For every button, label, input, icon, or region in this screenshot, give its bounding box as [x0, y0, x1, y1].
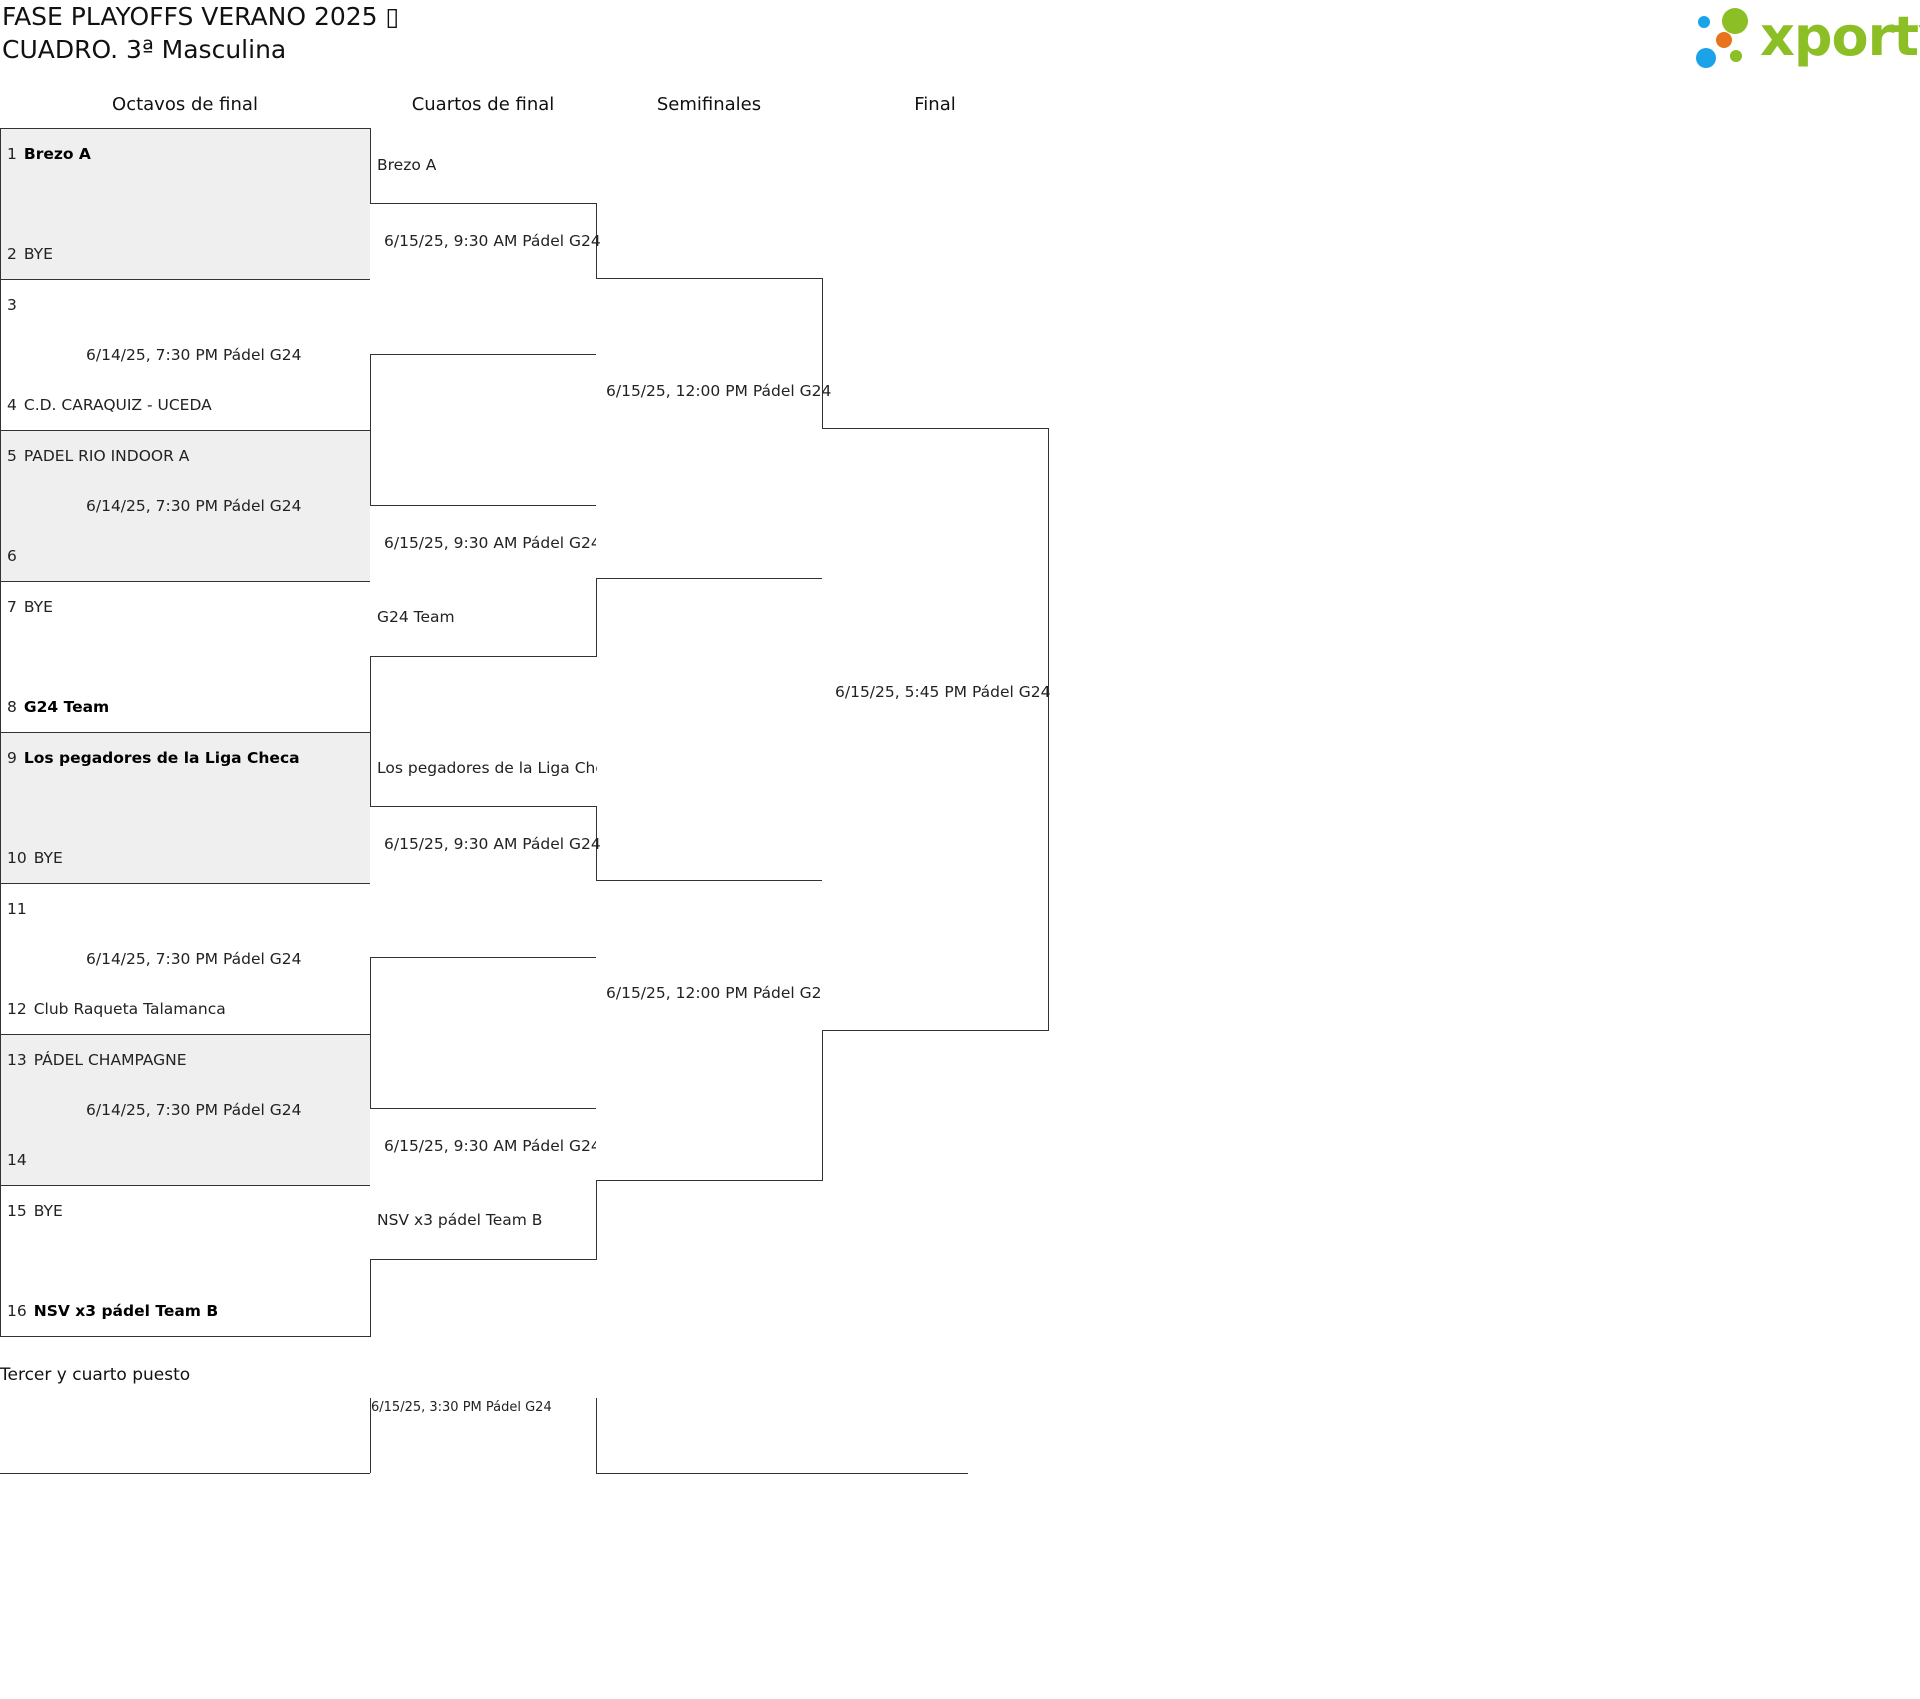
r16-match-1-team-b: 2 BYE — [7, 245, 53, 263]
seed-number: 12 — [7, 1000, 27, 1018]
qf-match-3[interactable]: 6/15/25, 9:30 AM Pádel G24 — [370, 806, 601, 958]
qf-match-1-team-top: Brezo A — [377, 156, 437, 174]
seed-number: 15 — [7, 1202, 27, 1220]
seed-number: 2 — [7, 245, 17, 263]
qf-match-4-info: 6/15/25, 9:30 AM Pádel G24 — [384, 1137, 601, 1155]
seed-number: 10 — [7, 849, 27, 867]
logo-wordmark: xporty — [1760, 5, 1920, 68]
r16-match-7-team-b: 14 — [7, 1151, 34, 1169]
qf-match-4[interactable]: 6/15/25, 9:30 AM Pádel G24 — [370, 1108, 601, 1260]
r16-match-3[interactable]: 5 PADEL RIO INDOOR A 6 6/14/25, 7:30 PM Pád… — [0, 430, 371, 582]
r16-match-5-team-b: 10 BYE — [7, 849, 63, 867]
r16-match-6-team-b: 12 Club Raqueta Talamanca — [7, 1000, 226, 1018]
seed-number: 6 — [7, 547, 17, 565]
r16-match-1-team-a: 1 Brezo A — [7, 145, 91, 163]
team-name: C.D. CARAQUIZ - UCEDA — [23, 396, 212, 414]
sf-match-2-info: 6/15/25, 12:00 PM Pádel G24 — [606, 984, 832, 1002]
r16-match-2[interactable]: 3 4 C.D. CARAQUIZ - UCEDA 6/14/25, 7:30 PM … — [0, 279, 371, 431]
team-name: G24 Team — [23, 698, 110, 716]
r16-match-7-info: 6/14/25, 7:30 PM Pádel G24 — [86, 1101, 302, 1119]
team-name: NSV x3 pádel Team B — [33, 1302, 219, 1320]
seed-number: 5 — [7, 447, 17, 465]
r16-match-6-team-a: 11 — [7, 900, 34, 918]
logo-dot-orange — [1716, 32, 1732, 48]
round-sf-header: Semifinales — [656, 94, 762, 115]
qf-match-2-info: 6/15/25, 9:30 AM Pádel G24 — [384, 534, 601, 552]
seed-number: 16 — [7, 1302, 27, 1320]
qf-match-4-team-bottom: NSV x3 pádel Team B — [377, 1211, 543, 1229]
r16-match-3-team-b: 6 — [7, 547, 24, 565]
team-name: BYE — [33, 1202, 63, 1220]
r16-match-2-team-b: 4 C.D. CARAQUIZ - UCEDA — [7, 396, 212, 414]
round-qf-header: Cuartos de final — [411, 94, 555, 115]
seed-number: 7 — [7, 598, 17, 616]
round-r16-header: Octavos de final — [112, 94, 258, 115]
r16-match-5[interactable]: 9 Los pegadores de la Liga Checa 10 BYE — [0, 732, 371, 884]
logo-dot-green — [1722, 8, 1748, 34]
logo-dot-blue-small — [1698, 16, 1710, 28]
sf-match-1-info: 6/15/25, 12:00 PM Pádel G24 — [606, 382, 832, 400]
r16-match-1[interactable]: 1 Brezo A 2 BYE — [0, 128, 371, 280]
xporty-logo: xporty — [1696, 4, 1920, 70]
seed-number: 11 — [7, 900, 27, 918]
team-name: PÁDEL CHAMPAGNE — [33, 1051, 187, 1069]
r16-match-6-info: 6/14/25, 7:30 PM Pádel G24 — [86, 950, 302, 968]
team-name: PADEL RIO INDOOR A — [23, 447, 190, 465]
third-place-info: 6/15/25, 3:30 PM Pádel G24 — [371, 1400, 552, 1415]
team-name: Club Raqueta Talamanca — [33, 1000, 226, 1018]
seed-number: 3 — [7, 296, 17, 314]
r16-match-5-team-a: 9 Los pegadores de la Liga Checa — [7, 749, 300, 767]
third-place-title: Tercer y cuarto puesto — [0, 1365, 191, 1385]
sf-match-1[interactable]: 6/15/25, 12:00 PM Pádel G24 — [596, 278, 831, 579]
team-name: BYE — [23, 245, 53, 263]
third-place-line-vright — [596, 1398, 597, 1473]
final-match[interactable]: 6/15/25, 5:45 PM Pádel G24 — [822, 428, 1051, 1031]
r16-match-2-info: 6/14/25, 7:30 PM Pádel G24 — [86, 346, 302, 364]
r16-match-3-team-a: 5 PADEL RIO INDOOR A — [7, 447, 189, 465]
seed-number: 1 — [7, 145, 17, 163]
r16-match-8[interactable]: 15 BYE 16 NSV x3 pádel Team B — [0, 1185, 371, 1337]
page-subtitle: CUADRO. 3ª Masculina — [2, 35, 287, 64]
qf-match-1[interactable]: 6/15/25, 9:30 AM Pádel G24 — [370, 203, 601, 355]
qf-match-3-team-top: Los pegadores de la Liga Checa — [377, 759, 597, 777]
seed-number: 4 — [7, 396, 17, 414]
r16-match-8-team-a: 15 BYE — [7, 1202, 63, 1220]
r16-match-4-team-b: 8 G24 Team — [7, 698, 109, 716]
third-place-line-right — [596, 1473, 968, 1474]
seed-number: 9 — [7, 749, 17, 767]
team-name: BYE — [23, 598, 53, 616]
final-match-info: 6/15/25, 5:45 PM Pádel G24 — [835, 683, 1051, 701]
qf-match-2[interactable]: 6/15/25, 9:30 AM Pádel G24 — [370, 505, 601, 657]
qf-match-1-info: 6/15/25, 9:30 AM Pádel G24 — [384, 232, 601, 250]
qf-match-2-team-bottom: G24 Team — [377, 608, 455, 626]
r16-match-4-team-a: 7 BYE — [7, 598, 53, 616]
logo-dot-blue — [1696, 48, 1716, 68]
team-name: Brezo A — [23, 145, 91, 163]
r16-match-3-info: 6/14/25, 7:30 PM Pádel G24 — [86, 497, 302, 515]
round-final-header: Final — [914, 94, 956, 115]
r16-match-7-team-a: 13 PÁDEL CHAMPAGNE — [7, 1051, 187, 1069]
qf-match-3-info: 6/15/25, 9:30 AM Pádel G24 — [384, 835, 601, 853]
r16-match-2-team-a: 3 — [7, 296, 24, 314]
team-name: BYE — [33, 849, 63, 867]
sf-match-2[interactable]: 6/15/25, 12:00 PM Pádel G24 — [596, 880, 831, 1181]
seed-number: 14 — [7, 1151, 27, 1169]
seed-number: 13 — [7, 1051, 27, 1069]
r16-match-7[interactable]: 13 PÁDEL CHAMPAGNE 14 6/14/25, 7:30 PM Páde… — [0, 1034, 371, 1186]
third-place-line-vleft — [370, 1398, 371, 1473]
page-title: FASE PLAYOFFS VERANO 2025 ▯ — [2, 2, 400, 31]
third-place-line-left — [0, 1473, 370, 1474]
r16-match-6[interactable]: 11 12 Club Raqueta Talamanca 6/14/25, 7:30 … — [0, 883, 371, 1035]
team-name: Los pegadores de la Liga Checa — [23, 749, 300, 767]
seed-number: 8 — [7, 698, 17, 716]
logo-dot-green-small — [1730, 50, 1742, 62]
r16-match-8-team-b: 16 NSV x3 pádel Team B — [7, 1302, 218, 1320]
r16-match-4[interactable]: 7 BYE 8 G24 Team — [0, 581, 371, 733]
